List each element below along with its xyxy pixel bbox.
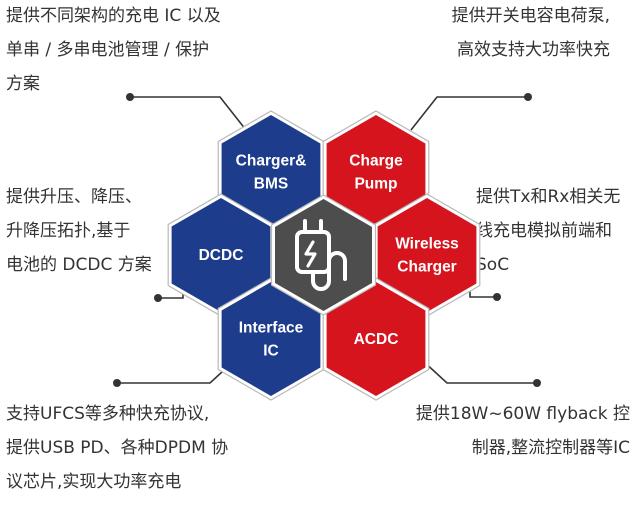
hexagon-charger-bms: Charger&BMS bbox=[217, 110, 325, 234]
connector-dot bbox=[154, 294, 162, 302]
hexagon-label: Wireless bbox=[395, 236, 459, 253]
connector-dot bbox=[493, 293, 501, 301]
hexagon-fill bbox=[221, 282, 321, 396]
hexagon-label: Pump bbox=[354, 176, 397, 193]
hexagon-fill bbox=[221, 115, 321, 229]
connector-top-left bbox=[130, 96, 247, 131]
charging-plug-icon bbox=[295, 219, 347, 291]
connector-bottom-left bbox=[117, 359, 236, 384]
description-bottom-left: 支持UFCS等多种快充协议, 提供USB PD、各种DPDM 协 议芯片,实现大… bbox=[6, 404, 229, 492]
connector-dot bbox=[524, 93, 532, 101]
hexagon-fill bbox=[171, 198, 271, 312]
hexagon-cluster: Charger&BMSChargePumpDCDCWirelessCharger… bbox=[167, 110, 481, 401]
connector-dot bbox=[533, 379, 541, 387]
description-top-left: 提供不同架构的充电 IC 以及 单串 / 多串电池管理 / 保护 方案 bbox=[6, 6, 221, 94]
description-bottom-right: 提供18W~60W flyback 控 制器,整流控制器等IC bbox=[415, 404, 630, 458]
hexagon-label: DCDC bbox=[199, 247, 244, 264]
hexagon-label: IC bbox=[263, 343, 279, 360]
connector-top-right bbox=[410, 96, 528, 131]
connector-dot bbox=[113, 379, 121, 387]
connector-dot bbox=[126, 93, 134, 101]
hexagon-dcdc: DCDC bbox=[167, 193, 275, 317]
description-mid-right: 提供Tx和Rx相关无 线充电模拟前端和 SoC bbox=[476, 187, 621, 275]
description-top-right: 提供开关电容电荷泵, 高效支持大功率快充 bbox=[451, 6, 610, 60]
hexagon-label: Charger& bbox=[236, 153, 307, 170]
hexagon-label: Charger bbox=[397, 259, 456, 276]
hexagon-fill bbox=[377, 198, 477, 312]
hexagon-label: Charge bbox=[349, 153, 403, 170]
center-hexagon bbox=[275, 199, 372, 311]
description-mid-left: 提供升压、降压、 升降压拓扑,基于 电池的 DCDC 方案 bbox=[6, 187, 152, 275]
hexagon-label: ACDC bbox=[354, 331, 399, 348]
connector-dots bbox=[113, 93, 541, 387]
hexagon-label: Interface bbox=[239, 320, 304, 337]
connector-bottom-right bbox=[421, 359, 537, 384]
hexagon-acdc: ACDC bbox=[322, 277, 430, 401]
hexagon-fill bbox=[326, 282, 426, 396]
hexagon-label: BMS bbox=[254, 176, 288, 193]
hexagon-fill bbox=[326, 115, 426, 229]
